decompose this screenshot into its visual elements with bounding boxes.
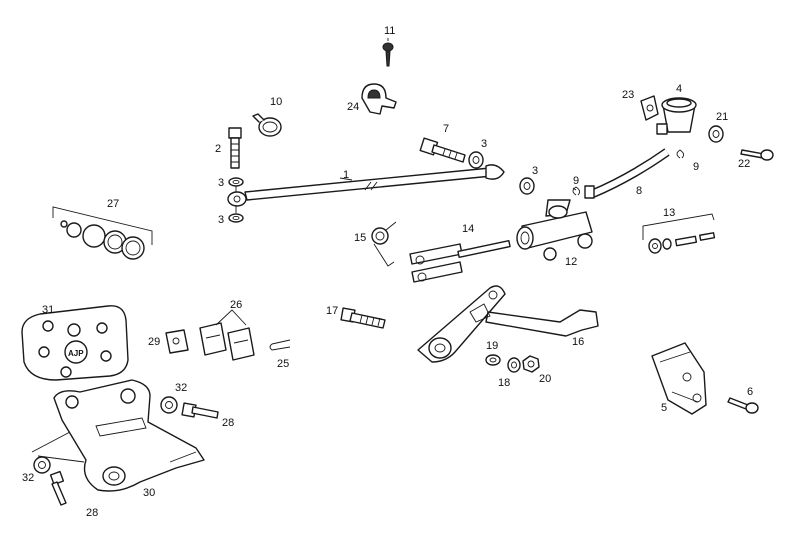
caliper-logo: AJP (68, 349, 84, 358)
callout-16: 16 (572, 336, 584, 348)
callout-18: 18 (498, 377, 510, 389)
callout-5: 5 (661, 402, 667, 414)
callout-14: 14 (462, 223, 474, 235)
callout-31: 31 (42, 304, 54, 316)
part-14-pushrod-clevis (409, 239, 511, 283)
part-16-brake-pedal (417, 285, 599, 363)
part-10-hose-clamp (252, 113, 282, 137)
part-27-seal-kit (52, 206, 153, 260)
part-19-washer (485, 354, 501, 366)
callout-11: 11 (384, 25, 395, 37)
callout-3-a: 3 (218, 177, 224, 189)
callout-9-b: 9 (693, 161, 699, 173)
callout-19: 19 (486, 340, 498, 352)
part-25-cotter-pin (269, 339, 291, 351)
callout-4: 4 (676, 83, 682, 95)
part-29-pad-shim (165, 329, 189, 354)
callout-6: 6 (747, 386, 753, 398)
part-17-bolt (340, 307, 386, 329)
callout-30: 30 (143, 487, 155, 499)
part-11-screw (382, 42, 394, 67)
part-18-washer (507, 357, 521, 373)
callout-32-a: 32 (175, 382, 187, 394)
part-2-adjuster-bolt (228, 127, 242, 169)
callout-26: 26 (230, 299, 242, 311)
part-13-pin-set (642, 213, 716, 254)
callout-17: 17 (326, 305, 338, 317)
part-22-screw (740, 149, 774, 161)
part-1-brake-rod (227, 164, 505, 207)
callout-9-a: 9 (573, 175, 579, 187)
part-28-bolt-lower (49, 470, 67, 506)
callout-32-b: 32 (22, 472, 34, 484)
part-26-brake-pads (199, 309, 255, 361)
callout-3-b: 3 (218, 214, 224, 226)
part-4-fluid-reservoir (656, 97, 697, 135)
part-5-heel-guard (651, 342, 707, 415)
callout-15: 15 (354, 232, 366, 244)
callout-12: 12 (565, 256, 577, 268)
leader-lines (235, 38, 577, 213)
callout-3-c: 3 (481, 138, 487, 150)
callout-7: 7 (443, 123, 449, 135)
part-9-clips (572, 149, 685, 196)
callout-23: 23 (622, 89, 634, 101)
part-8-hose (584, 148, 670, 199)
part-6-screw (727, 397, 759, 414)
part-3-washers (228, 151, 535, 223)
part-31-brake-caliper: AJP (21, 305, 129, 381)
callout-22: 22 (738, 158, 750, 170)
callout-2: 2 (215, 143, 221, 155)
callout-27: 27 (107, 198, 119, 210)
callout-8: 8 (636, 185, 642, 197)
part-30-caliper-bracket (31, 379, 205, 492)
part-12-master-cylinder (516, 199, 593, 261)
part-32-washers (33, 396, 178, 474)
part-23-reservoir-bracket (640, 95, 659, 121)
callout-labels: 1 2 3 3 3 3 4 5 6 7 8 9 9 10 11 12 13 14… (22, 25, 753, 519)
callout-13: 13 (663, 207, 675, 219)
part-24-hose-clip (361, 83, 397, 115)
part-21-washer (708, 125, 724, 143)
callout-29: 29 (148, 336, 160, 348)
part-7-bolt (419, 137, 466, 163)
callout-24: 24 (347, 101, 359, 113)
callout-1: 1 (343, 169, 349, 181)
callout-25: 25 (277, 358, 289, 370)
callout-28-b: 28 (86, 507, 98, 519)
callout-21: 21 (716, 111, 728, 123)
callout-3-d: 3 (532, 165, 538, 177)
part-20-nut (522, 355, 540, 373)
part-15-return-spring (371, 221, 397, 267)
callout-28-a: 28 (222, 417, 234, 429)
callout-20: 20 (539, 373, 551, 385)
callout-10: 10 (270, 96, 282, 108)
part-28-bolt-upper (181, 402, 219, 419)
